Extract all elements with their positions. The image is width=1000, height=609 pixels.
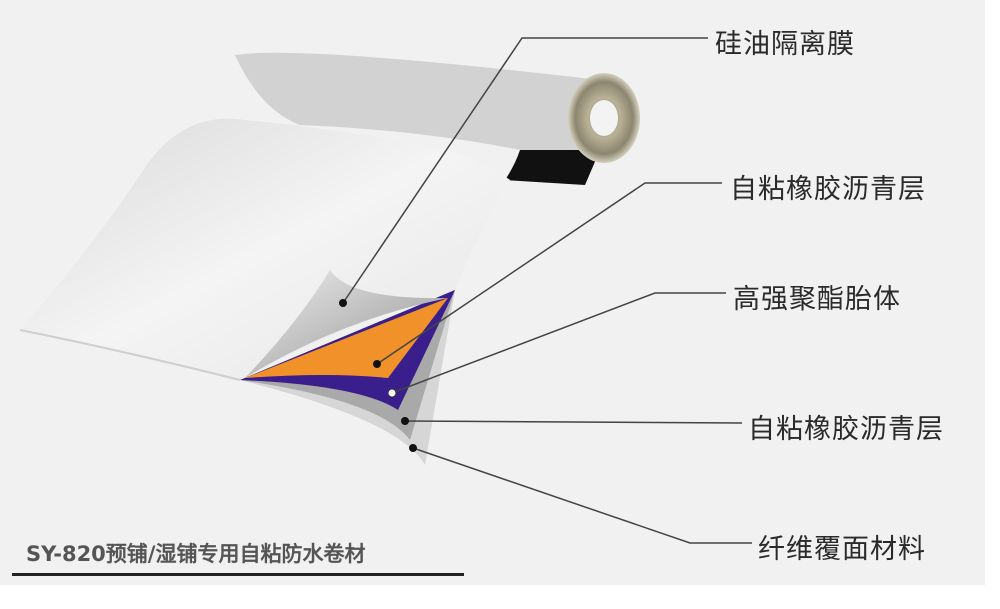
unrolled-sheet xyxy=(20,118,510,380)
layer-label-fiber-facing: 纤维覆面材料 xyxy=(758,534,926,565)
layer-label-polyester: 高强聚酯胎体 xyxy=(733,284,901,315)
layer-release-film xyxy=(245,270,448,378)
title-underline xyxy=(12,573,464,576)
roll-sheet xyxy=(235,52,615,150)
layer-label-release-film: 硅油隔离膜 xyxy=(715,29,855,60)
leader-lines xyxy=(342,37,752,544)
layer-label-top-asphalt: 自粘橡胶沥青层 xyxy=(730,174,926,205)
leader-dots xyxy=(339,299,417,452)
layer-top-asphalt xyxy=(245,298,448,378)
product-title: SY-820预铺/湿铺专用自粘防水卷材 xyxy=(26,542,366,566)
roll-black-underside xyxy=(505,150,600,185)
layer-label-bottom-asphalt: 自粘橡胶沥青层 xyxy=(748,414,944,445)
